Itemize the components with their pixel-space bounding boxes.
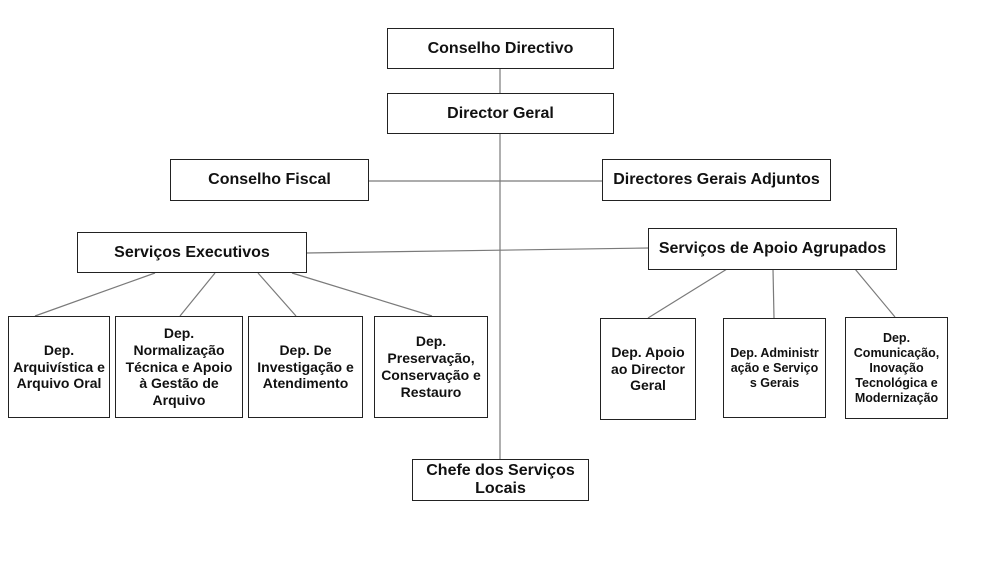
label-servicos-apoio-agrupados: Serviços de Apoio Agrupados	[658, 240, 887, 258]
connector-services	[305, 247, 650, 254]
label-conselho-fiscal: Conselho Fiscal	[208, 171, 331, 189]
box-chefe-servicos-locais: Chefe dos Serviços Locais	[412, 459, 589, 501]
label-conselho-directivo: Conselho Directivo	[427, 39, 574, 57]
label-servicos-executivos: Serviços Executivos	[114, 243, 270, 261]
box-dep-apoio-director: Dep. Apoio ao Director Geral	[600, 318, 696, 420]
label-dep-arquivistica: Dep. Arquivística e Arquivo Oral	[13, 341, 105, 392]
label-dep-administracao: Dep. Administração e Serviços Gerais	[730, 345, 819, 390]
label-dep-preservacao: Dep. Preservação, Conservação e Restauro	[381, 333, 481, 400]
box-dep-investigacao: Dep. De Investigação e Atendimento	[248, 316, 363, 418]
connector-support-dep2	[772, 268, 775, 319]
box-dep-arquivistica: Dep. Arquivística e Arquivo Oral	[8, 316, 110, 418]
label-dep-normalizacao: Dep. Normalização Técnica e Apoio à Gest…	[125, 325, 233, 409]
box-dep-preservacao: Dep. Preservação, Conservação e Restauro	[374, 316, 488, 418]
label-dep-apoio-director: Dep. Apoio ao Director Geral	[611, 343, 685, 394]
box-servicos-apoio-agrupados: Serviços de Apoio Agrupados	[648, 228, 897, 270]
box-servicos-executivos: Serviços Executivos	[77, 232, 307, 273]
box-conselho-directivo: Conselho Directivo	[387, 28, 614, 69]
box-dep-normalizacao: Dep. Normalização Técnica e Apoio à Gest…	[115, 316, 243, 418]
label-director-geral: Director Geral	[447, 104, 554, 122]
box-director-geral: Director Geral	[387, 93, 614, 134]
box-dep-comunicacao: Dep. Comunicação, Inovação Tecnológica e…	[845, 317, 948, 419]
label-dep-investigacao: Dep. De Investigação e Atendimento	[257, 341, 354, 392]
connector-exec-dep2	[179, 272, 216, 317]
connector-exec-dep1	[34, 272, 156, 317]
box-conselho-fiscal: Conselho Fiscal	[170, 159, 369, 201]
connector-support-dep3	[854, 268, 896, 318]
box-directores-gerais-adjuntos: Directores Gerais Adjuntos	[602, 159, 831, 201]
connector-exec-dep3	[257, 272, 297, 317]
connector-support-dep1	[647, 268, 728, 319]
connector-exec-dep4	[291, 272, 433, 317]
label-chefe-servicos-locais: Chefe dos Serviços Locais	[426, 461, 575, 497]
box-dep-administracao: Dep. Administração e Serviços Gerais	[723, 318, 826, 418]
label-directores-gerais-adjuntos: Directores Gerais Adjuntos	[613, 171, 820, 189]
label-dep-comunicacao: Dep. Comunicação, Inovação Tecnológica e…	[853, 330, 940, 405]
